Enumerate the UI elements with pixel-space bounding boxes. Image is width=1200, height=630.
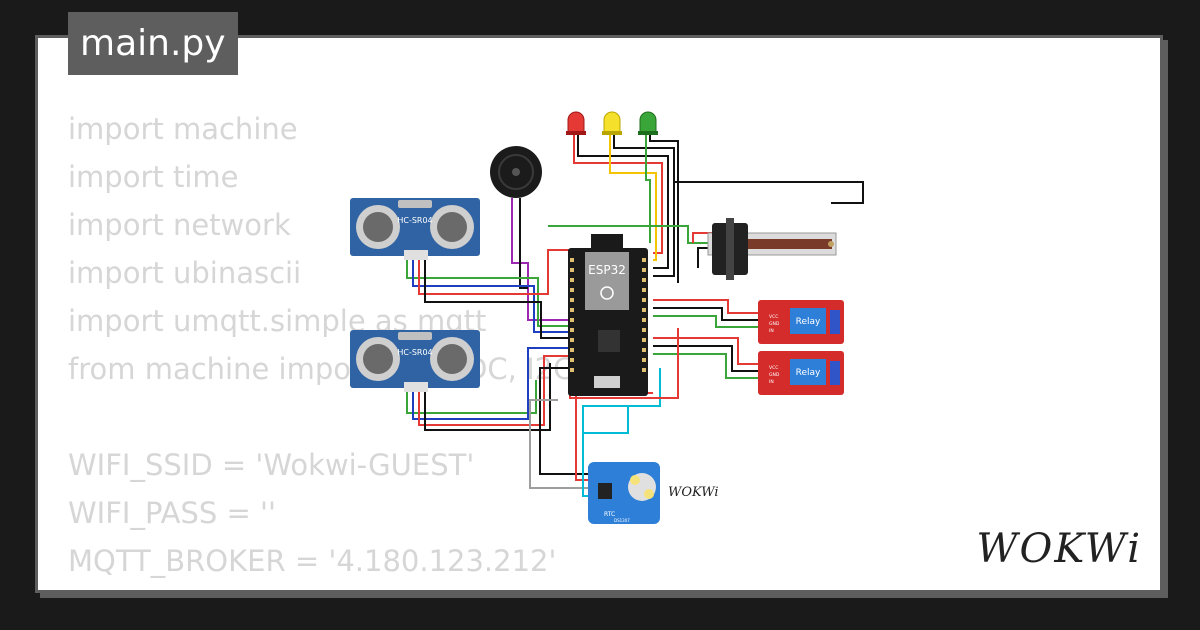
yellow-led[interactable] [602,111,622,135]
code-line: WIFI_SSID = 'Wokwi-GUEST' [68,448,475,482]
rtc-brand: WOKWi [668,485,719,500]
red-led[interactable] [566,111,586,135]
relay-1-pin-gnd: GND [769,321,780,327]
sensor-2-label: HC-SR04 [397,348,432,357]
code-line: import machine [68,112,298,146]
relay-2-pin-in: IN [769,379,774,385]
esp32-label: ESP32 [588,263,626,277]
relay-1-label: Relay [796,317,821,327]
project-card[interactable]: import machine import time import network i… [35,35,1163,593]
ultrasonic-sensor-1[interactable]: HC-SR04 [350,198,480,260]
relay-2-label: Relay [796,368,821,378]
relay-module-2[interactable]: Relay VCC GND IN [758,351,844,395]
circuit-diagram: HC-SR04 HC-SR04 ESP32 [350,111,864,524]
relay-2-pin-gnd: GND [769,372,780,378]
green-led[interactable] [638,111,658,135]
ultrasonic-sensor-2[interactable]: HC-SR04 [350,330,480,392]
code-line: WIFI_PASS = '' [68,496,276,530]
traffic-leds[interactable] [566,111,658,135]
relay-module-1[interactable]: Relay VCC GND IN [758,300,844,344]
file-tab[interactable]: main.py [68,12,238,75]
rtc-sublabel: DS1307 [614,518,630,523]
code-line: import time [68,160,239,194]
code-line: import ubinascii [68,256,302,290]
esp32-board[interactable]: ESP32 [568,234,648,396]
esp32-pins [570,258,646,372]
wokwi-logo: WOKWi [976,526,1142,572]
code-line: import network [68,208,291,242]
relay-2-pin-vcc: VCC [769,365,778,371]
rtc-label: RTC [604,511,615,518]
sensor-1-label: HC-SR04 [397,216,432,225]
rtc-module[interactable]: RTC DS1307 WOKWi [588,462,719,524]
slide-potentiometer[interactable] [707,218,837,280]
wires [406,133,864,497]
relay-1-pin-in: IN [769,328,774,334]
piezo-buzzer[interactable] [490,146,542,198]
relay-1-pin-vcc: VCC [769,314,778,320]
code-line: MQTT_BROKER = '4.180.123.212' [68,544,557,578]
